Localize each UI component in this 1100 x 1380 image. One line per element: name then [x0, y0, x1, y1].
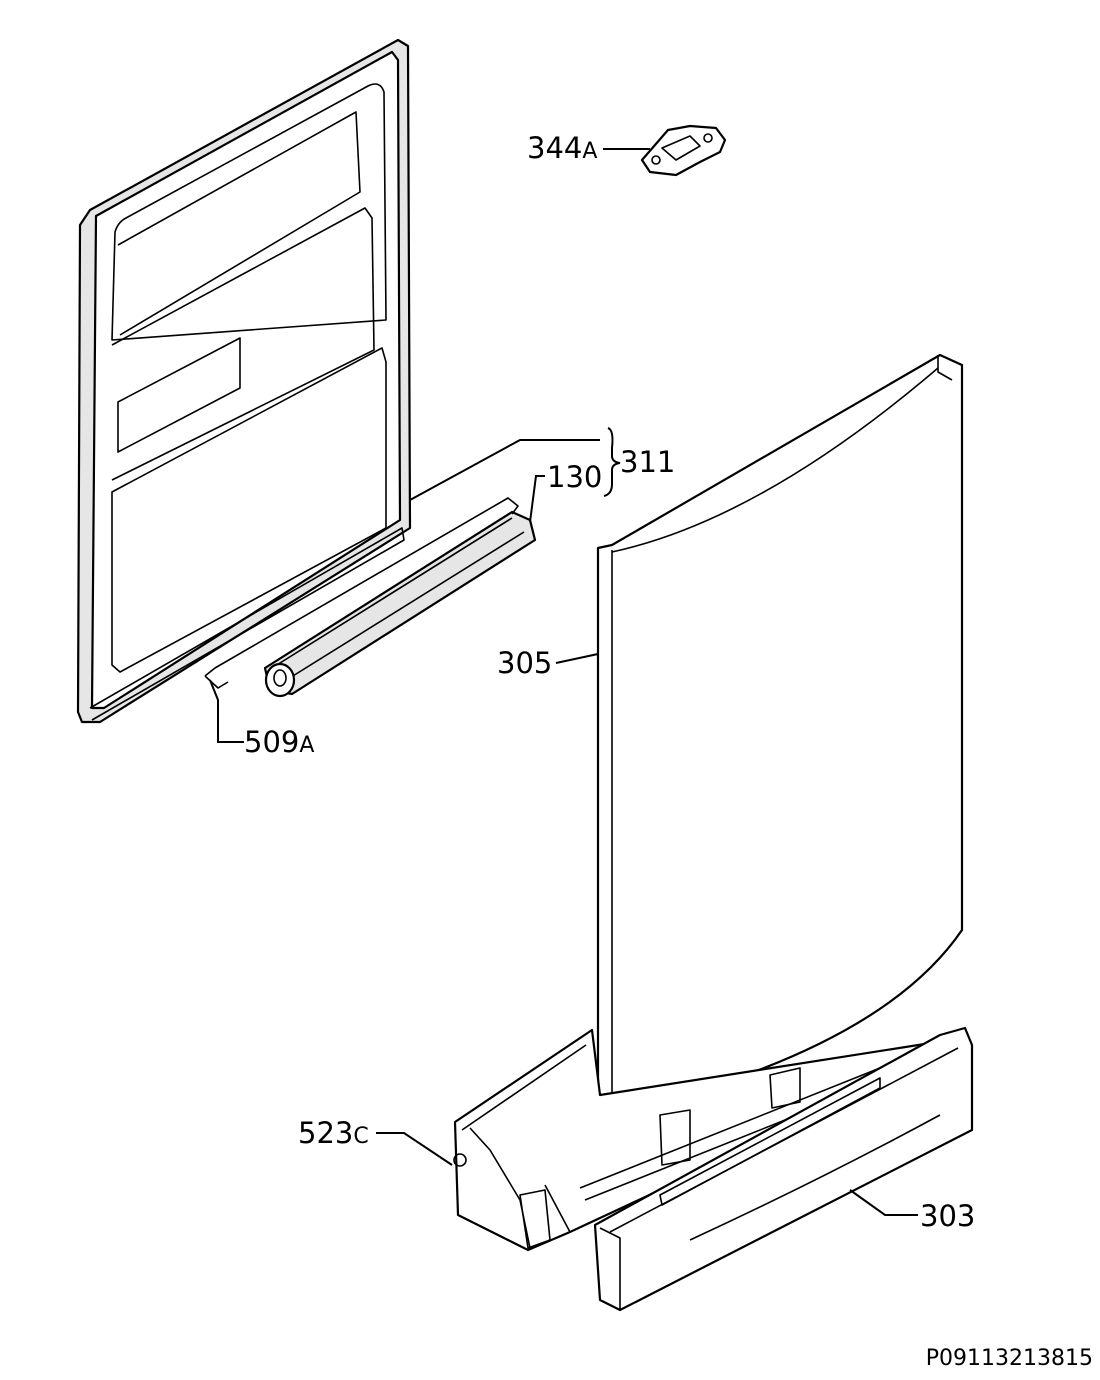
bottom-door-frame [453, 1028, 962, 1252]
part-label-509a: 509A [244, 725, 314, 759]
part-label-311: 311 [620, 445, 675, 479]
part-label-344a: 344A [527, 131, 597, 165]
part-label-305: 305 [497, 646, 552, 680]
part-label-130: 130 [547, 460, 602, 494]
part-label-523c: 523C [298, 1116, 369, 1150]
kick-plate-part [593, 1026, 974, 1312]
seal-clip-part [204, 497, 519, 689]
outer-door-panel [596, 353, 964, 1114]
inner-door-panel [76, 38, 412, 724]
door-seal-strip [263, 510, 537, 698]
lock-bracket-part [640, 124, 727, 177]
part-label-303: 303 [920, 1199, 975, 1233]
drawing-reference-number: P09113213815 [926, 1346, 1093, 1371]
leader-lines [209, 148, 918, 1216]
